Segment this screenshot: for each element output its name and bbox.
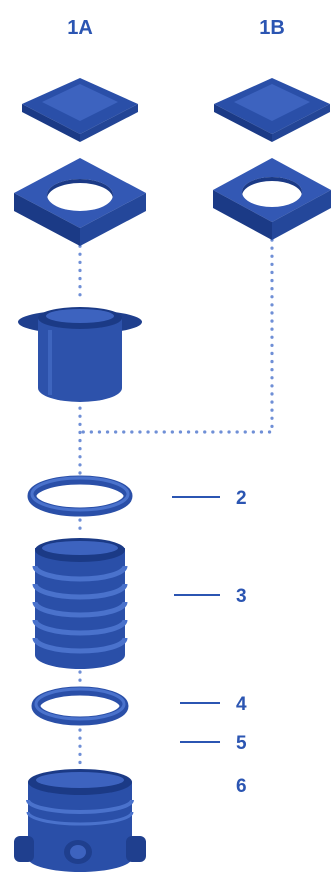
callout-number: 2 bbox=[236, 488, 247, 509]
callout-number: 6 bbox=[236, 776, 247, 797]
callout-number: 3 bbox=[236, 586, 247, 607]
adapter-1a bbox=[18, 307, 142, 402]
cover-1b bbox=[214, 78, 330, 142]
seal-ring-2 bbox=[32, 478, 128, 512]
callout-6: 6 bbox=[236, 776, 247, 797]
cover-1a bbox=[22, 78, 138, 142]
callout-2: 2 bbox=[172, 488, 247, 509]
callout-number: 4 bbox=[236, 694, 247, 715]
seal-ring-4 bbox=[36, 689, 124, 721]
callout-number: 5 bbox=[236, 733, 247, 754]
column-label-1a: 1A bbox=[67, 17, 93, 39]
corrugated-riser-3 bbox=[35, 538, 125, 669]
callout-3: 3 bbox=[174, 586, 247, 607]
callout-4: 4 bbox=[180, 694, 247, 715]
callout-5: 5 bbox=[180, 733, 247, 754]
chamber-base-6 bbox=[14, 769, 146, 872]
frame-1b bbox=[213, 158, 331, 240]
column-label-1b: 1B bbox=[259, 17, 285, 39]
frame-1a bbox=[14, 158, 146, 246]
